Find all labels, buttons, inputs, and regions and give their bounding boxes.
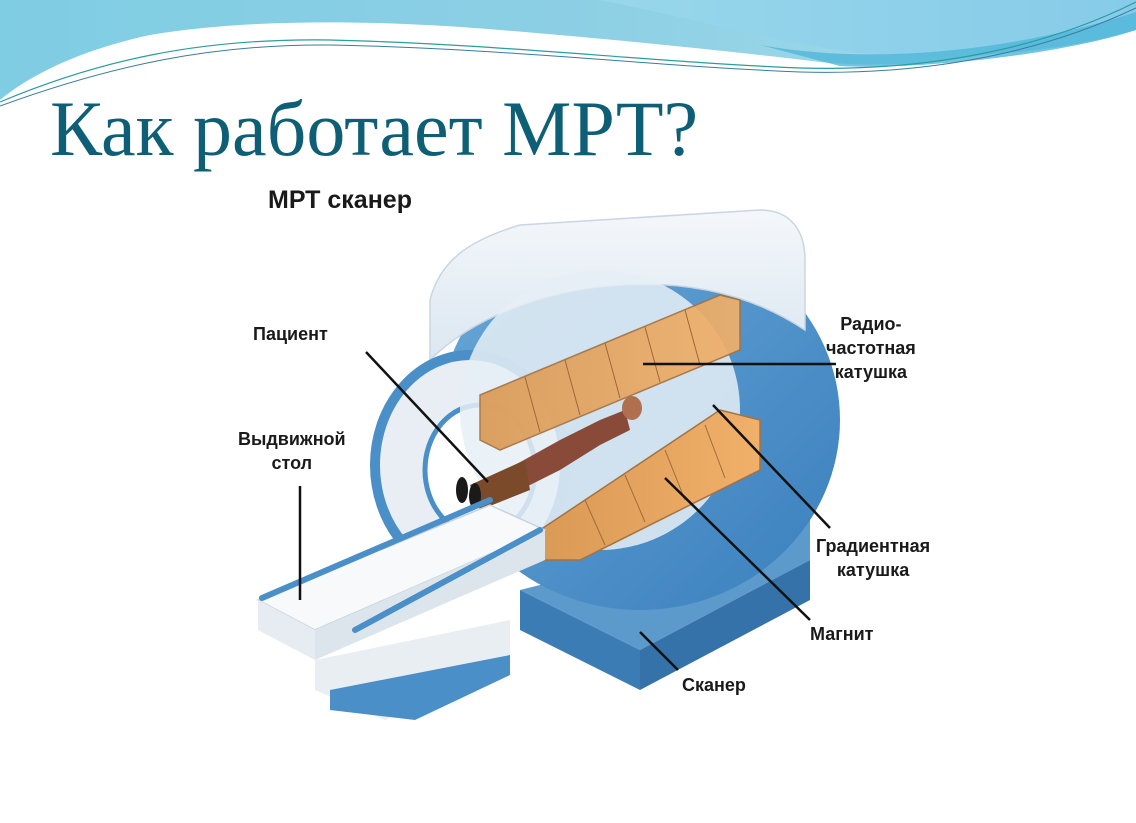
label-rf-coil: Радио- частотная катушка (826, 314, 916, 382)
label-patient: Пациент (253, 324, 328, 344)
wave-header-decoration (0, 0, 1136, 107)
label-gradient-coil: Градиентная катушка (816, 536, 931, 580)
label-scanner: Сканер (682, 675, 746, 695)
diagram-title: МРТ сканер (268, 186, 412, 214)
slide-title: Как работает МРТ? (50, 85, 699, 172)
label-magnet: Магнит (810, 624, 874, 644)
label-sliding-table: Выдвижной стол (238, 429, 346, 473)
